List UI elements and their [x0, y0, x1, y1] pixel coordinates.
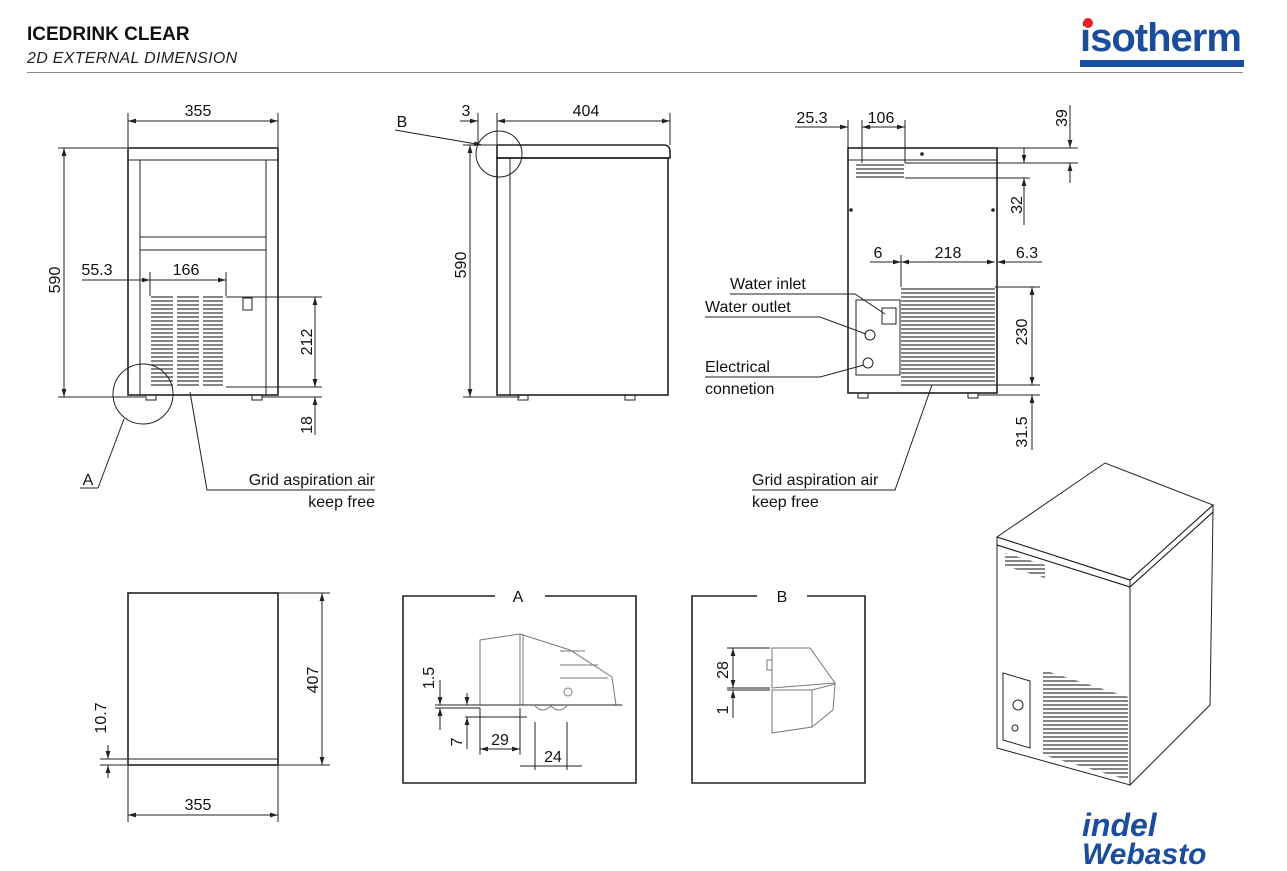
vent-height-dim: 32	[1009, 196, 1026, 214]
vent-width-dim: 106	[868, 110, 895, 127]
logo-underline	[1080, 60, 1244, 67]
detail-b-title: B	[777, 589, 788, 606]
document-title: ICEDRINK CLEAR	[27, 24, 190, 45]
side-offset-dim: 3	[462, 103, 471, 120]
rear-grille	[901, 287, 995, 387]
top-depth-dim: 407	[305, 667, 322, 694]
top-width-dim: 355	[185, 797, 212, 814]
front-height-dim: 590	[47, 267, 64, 294]
connection-panel	[855, 299, 901, 376]
detail-b-callout: B	[397, 114, 408, 131]
detail-a-dim-2: 7	[449, 737, 466, 746]
side-view: 3 404 590 B	[394, 103, 671, 401]
side-height-dim: 590	[453, 252, 470, 279]
rear-grid-height-dim: 230	[1014, 319, 1031, 346]
overhang-dim: 10.7	[93, 702, 110, 733]
grid-left-dim: 6	[874, 245, 883, 262]
side-depth-dim: 404	[573, 103, 600, 120]
front-view: 355 590 55.3 166 212 18 A Grid aspiratio…	[47, 103, 376, 511]
document-subtitle: 2D EXTERNAL DIMENSION	[27, 50, 238, 67]
logo-dot	[1083, 18, 1093, 28]
rear-offset-dim: 25.3	[796, 110, 827, 127]
isotherm-logo: isotherm	[1080, 16, 1244, 68]
grid-right-dim: 6.3	[1016, 245, 1038, 262]
indel-logo-text: indel	[1082, 807, 1157, 843]
rear-view: 25.3 106 39 32 6 218 6.3 230 31.5 Water …	[705, 105, 1078, 511]
foot-height-dim: 18	[299, 416, 316, 434]
detail-b: B 28 1	[691, 589, 866, 784]
detail-a-callout: A	[83, 472, 94, 489]
grid-height-dim: 212	[299, 329, 316, 356]
rear-grid-label-2: keep free	[752, 494, 819, 511]
header-divider	[27, 72, 1243, 73]
electrical-label-2: connetion	[705, 381, 774, 398]
detail-b-circle	[475, 130, 523, 178]
detail-a: A 1.5 7 29 24	[402, 589, 637, 784]
front-grid-label: Grid aspiration air	[249, 472, 376, 489]
detail-a-circle	[112, 363, 174, 425]
water-outlet-label: Water outlet	[705, 299, 791, 316]
detail-b-dim-1: 28	[715, 661, 732, 679]
vent-top-dim: 39	[1054, 109, 1071, 127]
electrical-label: Electrical	[705, 359, 770, 376]
front-width-dim: 355	[185, 103, 212, 120]
detail-a-title: A	[513, 589, 524, 606]
rear-grid-width-dim: 218	[935, 245, 962, 262]
detail-a-dim-3: 29	[491, 732, 509, 749]
isotherm-logo-text: isotherm	[1080, 16, 1242, 60]
grid-offset-dim: 55.3	[81, 262, 112, 279]
grid-width-dim: 166	[173, 262, 200, 279]
water-inlet-label: Water inlet	[730, 276, 806, 293]
rear-grid-label: Grid aspiration air	[752, 472, 879, 489]
grid-bottom-dim: 31.5	[1014, 416, 1031, 447]
front-grid-label-2: keep free	[308, 494, 375, 511]
isometric-view	[995, 462, 1214, 787]
detail-a-dim-1: 1.5	[421, 667, 438, 689]
top-view: 407 10.7 355	[93, 592, 330, 822]
front-grille	[151, 296, 173, 388]
detail-b-dim-2: 1	[715, 705, 732, 714]
detail-a-dim-4: 24	[544, 749, 562, 766]
